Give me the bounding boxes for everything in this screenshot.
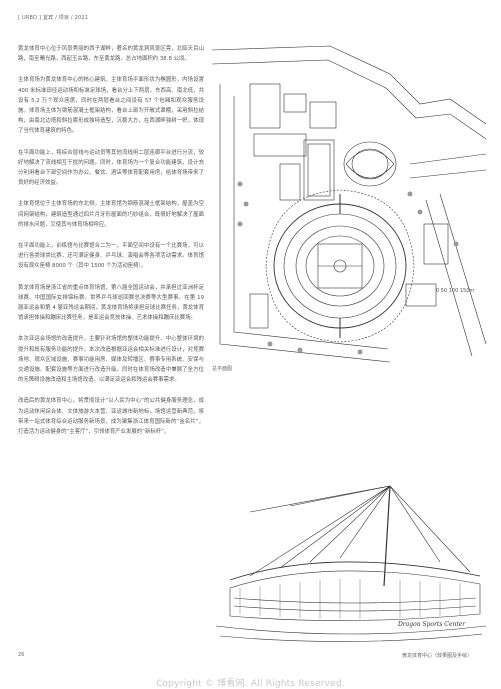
paragraph-8: 改造后的黄龙体育中心，将贯彻设计“以人民为中心”的公共健身服务理念，成为运动休闲… bbox=[18, 398, 204, 436]
site-plan-drawing: 0 50 100 150m bbox=[211, 45, 487, 363]
stadium-sketch: Dragon Sports Center bbox=[215, 485, 487, 642]
article-body: 黄龙体育中心位于风景秀丽的西子湖畔，著名的黄龙洞风景区旁，北临天目山路，南至曙光… bbox=[18, 44, 204, 448]
paragraph-5: 在平面功能上，训练馆与比赛馆合二为一，平面空间中设有一个比赛场，可以进行各类球类… bbox=[18, 243, 204, 270]
copyright-notice: Copyright © 博看网. All Rights Reserved. bbox=[156, 679, 345, 689]
sketch-inscription: Dragon Sports Center bbox=[397, 621, 466, 628]
paragraph-1: 黄龙体育中心位于风景秀丽的西子湖畔，著名的黄龙洞风景区旁，北临天目山路，南至曙光… bbox=[18, 46, 204, 63]
paragraph-4: 主体育馆位于主体育场的东北侧，主体育馆为钢筋混凝土框架结构，屋盖为空间网架结构，… bbox=[18, 201, 204, 228]
caption-site-plan: 总平面图 bbox=[212, 366, 233, 372]
paragraph-6: 黄龙体育场是浙江省的重点体育场馆，第八届全国运动会，并承担过亚洲杯足球赛、中国国… bbox=[18, 284, 204, 322]
paragraph-3: 在平面功能上，将综合层线与运动员等其他流线用二层连廊平台进行分流，较好地解决了流… bbox=[18, 149, 204, 187]
scale-bar: 0 50 100 150m bbox=[436, 288, 474, 294]
caption-sketch: 黄龙体育中心（效果图及手绘） bbox=[402, 653, 473, 659]
paragraph-2: 主体育场为黄龙体育中心的核心建筑，主体育场平面形状为椭圆形，内场设置 400 米… bbox=[18, 77, 204, 135]
page-header: [ URBD ] 宜宾 / 项目 / 2021 bbox=[18, 15, 89, 21]
page-number: 26 bbox=[18, 652, 25, 658]
paragraph-7: 本次亚运会场馆的改造提升，主要针对场馆的整体功能提升、中心整体环境的提升和既有服… bbox=[18, 336, 204, 384]
